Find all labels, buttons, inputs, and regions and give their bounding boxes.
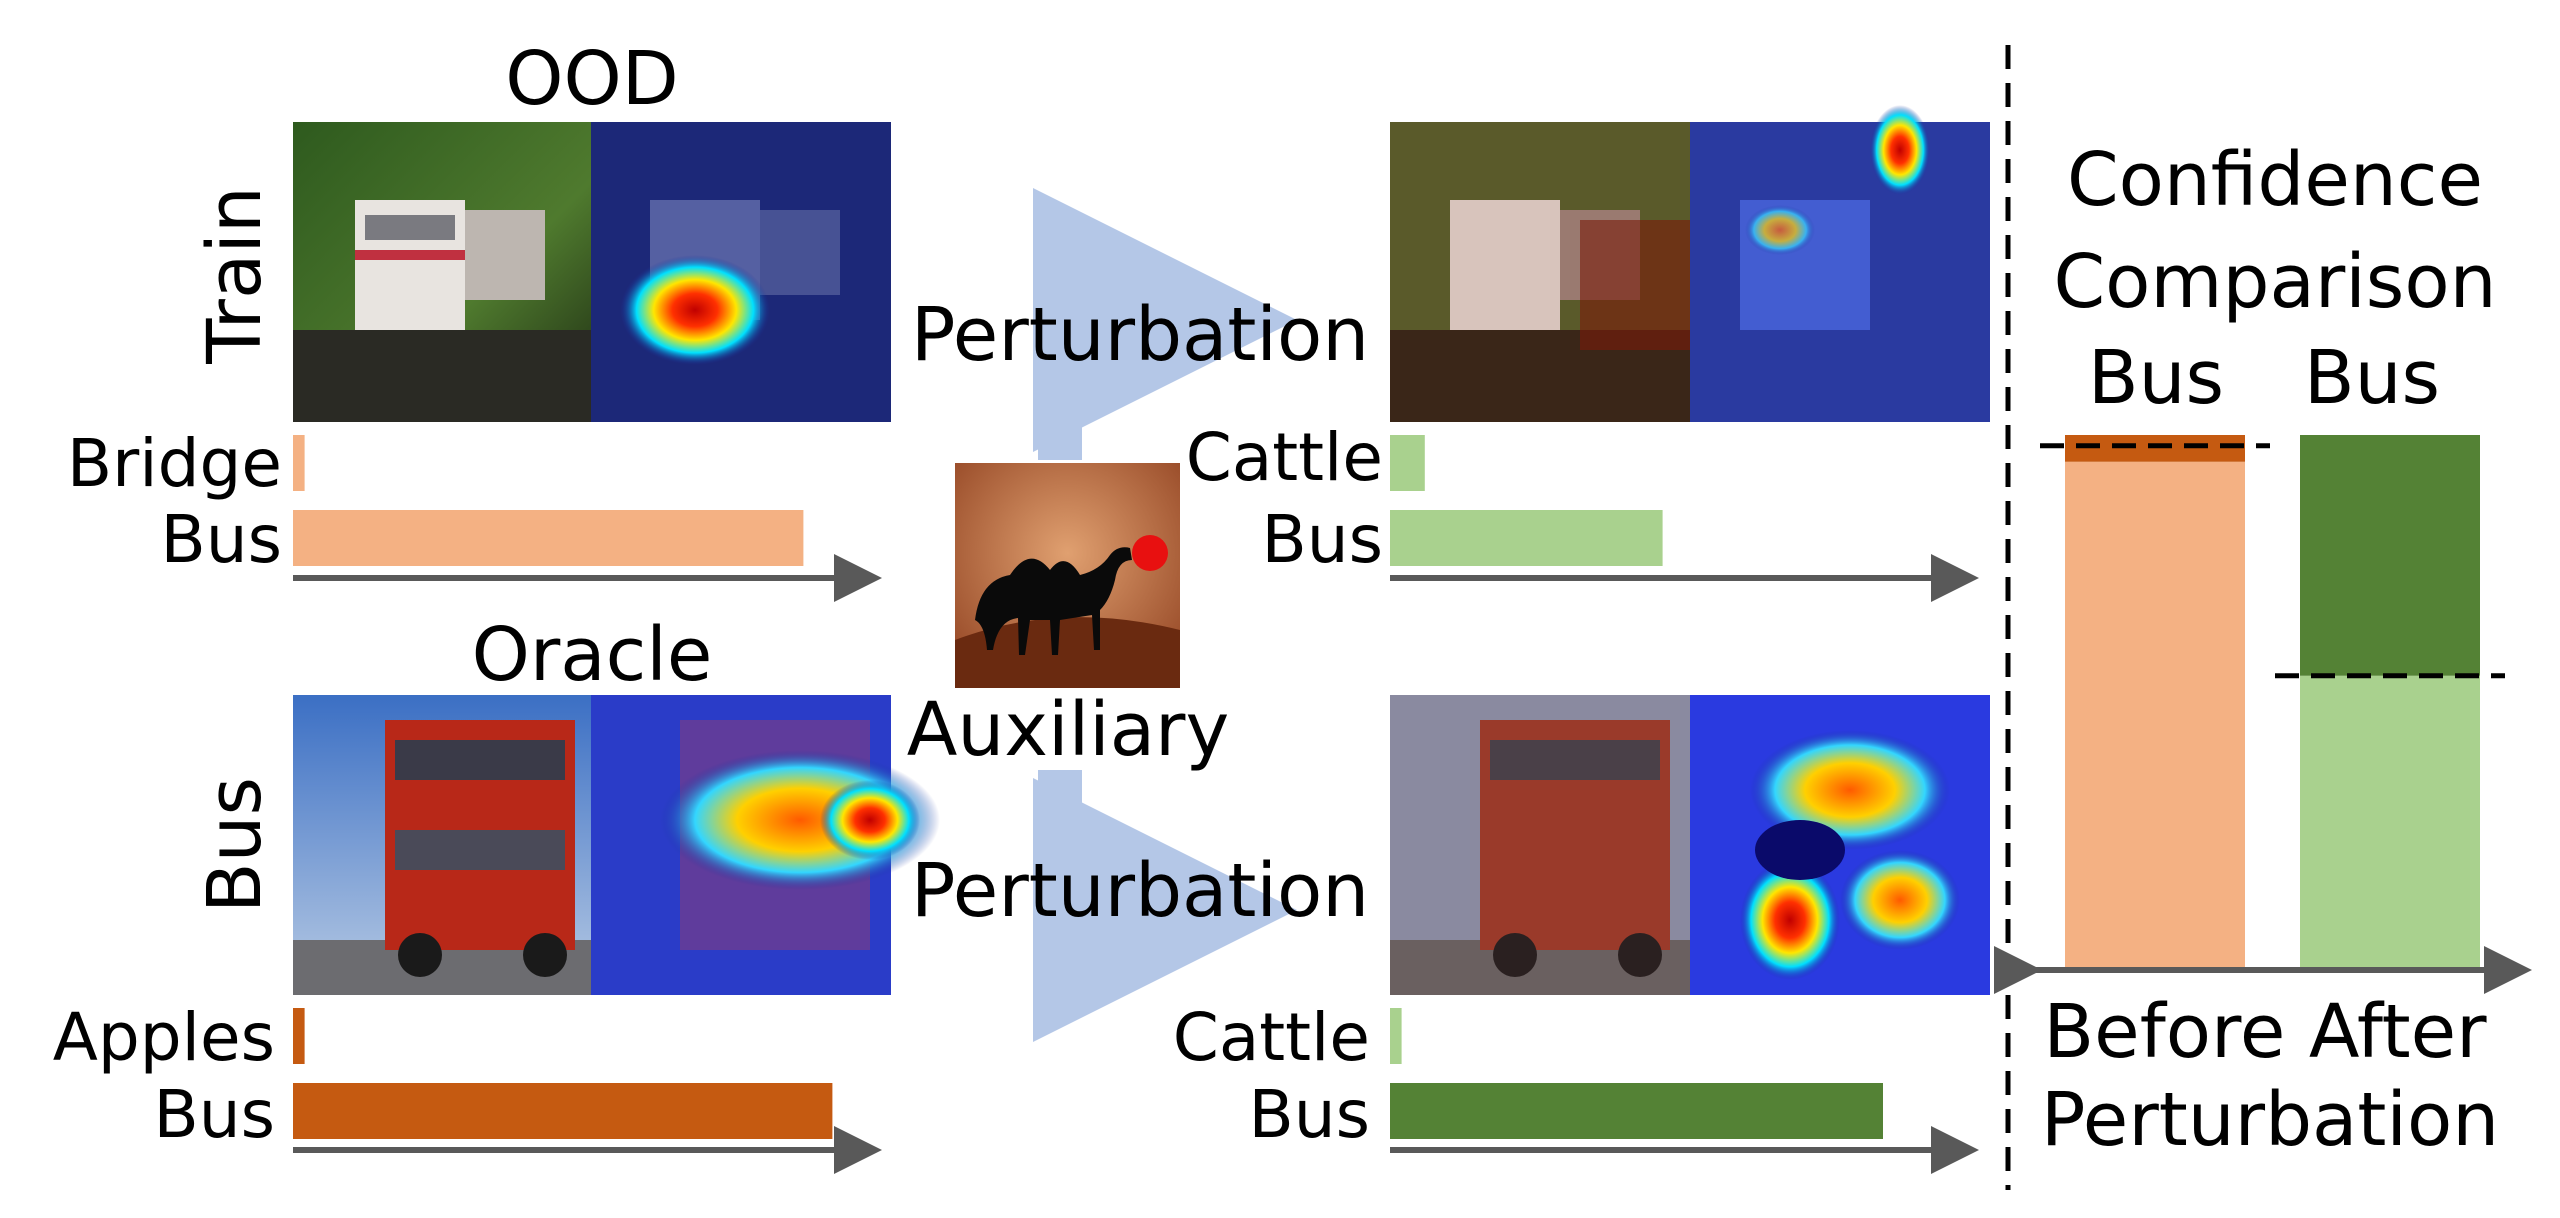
ood-original-bars: [293, 435, 804, 566]
oracle-original-bar-bus: [293, 1083, 833, 1139]
oracle-perturbed-bar-bus: [1390, 1083, 1883, 1139]
oracle-bus-image: [293, 695, 591, 995]
oracle-original-bar-apples: [293, 1008, 305, 1064]
comparison-title-line1: Confidence: [2067, 137, 2483, 223]
ood-title: OOD: [505, 36, 678, 122]
oracle-perturbed-bar-label-cattle: Cattle: [1173, 999, 1370, 1076]
ood-perturbed-bar-label-cattle: Cattle: [1186, 419, 1383, 496]
oracle-perturbed-bar-label-bus: Bus: [1249, 1076, 1371, 1153]
row-label-train: Train: [192, 186, 278, 365]
ood-original-bar-bridge: [293, 435, 305, 491]
comparison-col-before: Bus: [2088, 335, 2224, 421]
oracle-bus-heatmap: [591, 695, 940, 995]
ood-original-bar-bus: [293, 510, 804, 566]
ood-perturbed-bar-cattle: [1390, 435, 1425, 491]
ood-perturbed-heatmap: [1690, 105, 1990, 422]
comparison-title-line2: Comparison: [2053, 239, 2496, 325]
comparison-after-bar-light: [2300, 675, 2480, 970]
comparison-axis-label-line1: Before After: [2043, 989, 2487, 1075]
comparison-before-bar-light: [2065, 461, 2245, 970]
perturbation-top-arrow: [1033, 188, 1297, 460]
comparison-before-bar-dark: [2065, 435, 2245, 462]
oracle-perturbed-bar-cattle: [1390, 1008, 1402, 1064]
perturbation-bottom-arrow: [1033, 770, 1297, 1042]
oracle-bar-label-apples: Apples: [53, 999, 275, 1076]
oracle-title: Oracle: [472, 612, 713, 698]
perturbation-bottom-label: Perturbation: [911, 848, 1369, 934]
comparison-col-after: Bus: [2304, 335, 2440, 421]
auxiliary-label: Auxiliary: [907, 687, 1230, 773]
row-label-bus: Bus: [192, 777, 278, 913]
ood-bar-label-bus: Bus: [161, 501, 283, 578]
ood-perturbed-bar-bus: [1390, 510, 1663, 566]
ood-train-image: [293, 122, 591, 422]
oracle-perturbed-heatmap: [1690, 695, 1990, 995]
comparison-after-bar-dark: [2300, 435, 2480, 676]
oracle-perturbed-bars: [1390, 1008, 1883, 1139]
perturbation-top-label: Perturbation: [911, 292, 1369, 378]
comparison-axis-label-line2: Perturbation: [2041, 1077, 2499, 1163]
ood-bar-label-bridge: Bridge: [67, 425, 282, 502]
oracle-bar-label-bus: Bus: [154, 1076, 276, 1153]
auxiliary-camel-image: [955, 463, 1180, 688]
ood-perturbed-image: [1390, 122, 1690, 422]
oracle-original-bars: [293, 1008, 833, 1139]
comparison-bars: [2040, 435, 2505, 970]
ood-perturbed-bars: [1390, 435, 1663, 566]
oracle-perturbed-image: [1390, 695, 1690, 995]
ood-perturbed-bar-label-bus: Bus: [1262, 501, 1384, 578]
ood-train-heatmap: [591, 122, 891, 422]
